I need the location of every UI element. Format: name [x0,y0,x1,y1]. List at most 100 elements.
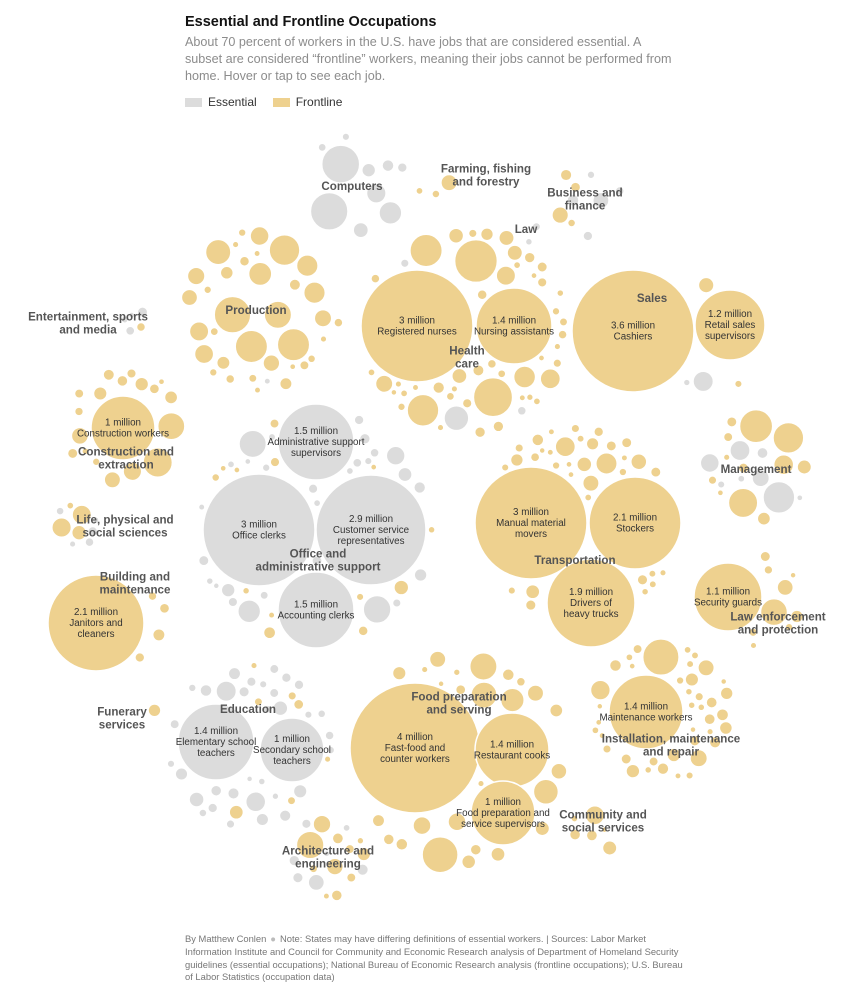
bubble-health-care[interactable] [495,265,517,287]
bubble-construction-and-extraction[interactable] [142,447,174,478]
bubble-transportation[interactable] [500,462,510,473]
bubble-life-physical-and-social-sciences[interactable] [87,525,99,538]
bubble-construction-and-extraction[interactable] [156,411,186,441]
bubble-food-preparation-and-serving[interactable] [499,687,525,713]
bubble-education[interactable] [255,812,270,827]
bubble-education[interactable] [169,718,181,730]
bubble-production[interactable] [278,376,293,391]
bubble-management[interactable] [795,493,804,502]
bubble-business-and-finance[interactable] [559,168,573,182]
bubble-health-care[interactable] [539,367,562,390]
bubble-health-care[interactable] [451,367,468,385]
bubble-health-care[interactable] [471,363,485,377]
bubble-transportation[interactable] [547,427,556,436]
bubble-production[interactable] [208,367,218,378]
bubble-transportation[interactable] [551,460,561,471]
bubble-education[interactable] [292,783,308,799]
bubble-management[interactable] [716,488,725,497]
bubble-transportation[interactable] [593,426,605,438]
bubble-business-and-finance[interactable] [586,170,596,180]
bubble-architecture-and-engineering[interactable] [356,836,365,845]
bubble-law-enforcement-and-protection[interactable] [784,622,794,632]
bubble-education[interactable] [209,784,223,797]
bubble-health-care[interactable] [498,229,515,247]
bubble-business-and-finance[interactable] [566,218,577,228]
bubble-life-physical-and-social-sciences[interactable] [70,524,88,541]
bubble-transportation[interactable] [567,470,575,479]
bubble-food-preparation-and-serving[interactable] [476,779,486,788]
bubble-installation-maintenance-and-repair[interactable] [675,675,685,686]
bubble-construction-and-extraction[interactable] [91,457,101,467]
bubble-education[interactable] [324,730,335,741]
bubble-installation-maintenance-and-repair[interactable] [641,638,680,677]
bubble-architecture-and-engineering[interactable] [308,863,319,874]
bubble-office-and-administrative-support[interactable] [233,466,241,474]
bubble-entertainment-sports-and-media[interactable] [120,315,130,324]
bubble-food-preparation-and-serving[interactable] [550,762,568,780]
bubble-office-and-administrative-support[interactable] [393,579,410,596]
bubble-transportation[interactable] [565,460,573,469]
bubble-law-enforcement-and-protection[interactable] [789,609,805,624]
bubble-production[interactable] [247,373,258,384]
bubble-architecture-and-engineering[interactable] [344,843,356,855]
bubble-food-preparation-and-serving[interactable] [452,668,461,677]
bubble-installation-maintenance-and-repair[interactable] [719,686,734,701]
bubble-health-care[interactable] [467,228,478,239]
bubble-transportation[interactable] [647,569,657,579]
bubble-office-and-administrative-support[interactable] [197,503,206,512]
bubble-entertainment-sports-and-media[interactable] [124,325,136,337]
bubble-construction-and-extraction[interactable] [157,377,166,386]
bubble-office-and-administrative-support[interactable] [357,625,369,637]
bubble-production[interactable] [268,233,301,267]
bubble-sales[interactable] [682,378,691,387]
bubble-office-and-administrative-support-job[interactable] [277,571,355,649]
bubble-installation-maintenance-and-repair[interactable] [689,748,709,768]
bubble-business-and-finance[interactable] [582,230,594,242]
bubble-architecture-and-engineering[interactable] [300,818,312,830]
bubble-education[interactable] [188,791,205,808]
bubble-education[interactable] [323,755,332,764]
bubble-sales[interactable] [692,370,715,393]
bubble-production[interactable] [209,326,220,337]
bubble-construction-and-extraction[interactable] [122,461,143,482]
bubble-management[interactable] [762,480,796,515]
bubble-installation-maintenance-and-repair[interactable] [690,650,700,660]
bubble-production[interactable] [186,266,206,286]
bubble-office-and-administrative-support[interactable] [267,611,276,620]
bubble-production[interactable] [238,255,251,267]
bubble-transportation[interactable] [524,583,541,600]
bubble-installation-maintenance-and-repair[interactable] [594,718,603,727]
bubble-office-and-administrative-support[interactable] [363,456,373,466]
bubble-architecture-and-engineering[interactable] [288,854,301,867]
bubble-office-and-administrative-support[interactable] [391,597,402,609]
bubble-office-and-administrative-support[interactable] [413,480,427,495]
bubble-business-and-finance[interactable] [569,181,582,194]
bubble-law-enforcement-and-protection[interactable] [759,597,789,627]
bubble-transportation[interactable] [514,442,525,454]
bubble-installation-maintenance-and-repair[interactable] [589,679,612,701]
bubble-office-and-administrative-support[interactable] [267,432,277,442]
bubble-construction-and-extraction[interactable] [102,368,116,382]
bubble-office-and-administrative-support[interactable] [369,463,378,471]
bubble-computers[interactable] [309,191,349,231]
bubble-office-and-administrative-support[interactable] [226,460,236,469]
bubble-construction-and-extraction[interactable] [116,374,129,388]
bubble-architecture-and-engineering[interactable] [312,814,332,834]
bubble-health-care[interactable] [453,238,499,284]
bubble-office-and-administrative-support[interactable] [243,457,252,466]
bubble-education[interactable] [257,777,267,786]
bubble-management[interactable] [729,439,751,462]
bubble-office-and-administrative-support[interactable] [397,466,413,483]
bubble-transportation[interactable] [595,452,618,475]
bubble-office-and-administrative-support[interactable] [269,456,281,468]
bubble-education[interactable] [278,809,292,823]
bubble-transportation[interactable] [570,423,581,434]
bubble-life-physical-and-social-sciences[interactable] [71,504,93,526]
bubble-computers[interactable] [352,221,370,239]
bubble-installation-maintenance-and-repair[interactable] [683,645,692,655]
bubble-production[interactable] [180,288,199,307]
bubble-management[interactable] [772,453,795,476]
bubble-production[interactable] [288,278,302,292]
bubble-transportation[interactable] [658,568,668,577]
bubble-management[interactable] [737,462,750,475]
